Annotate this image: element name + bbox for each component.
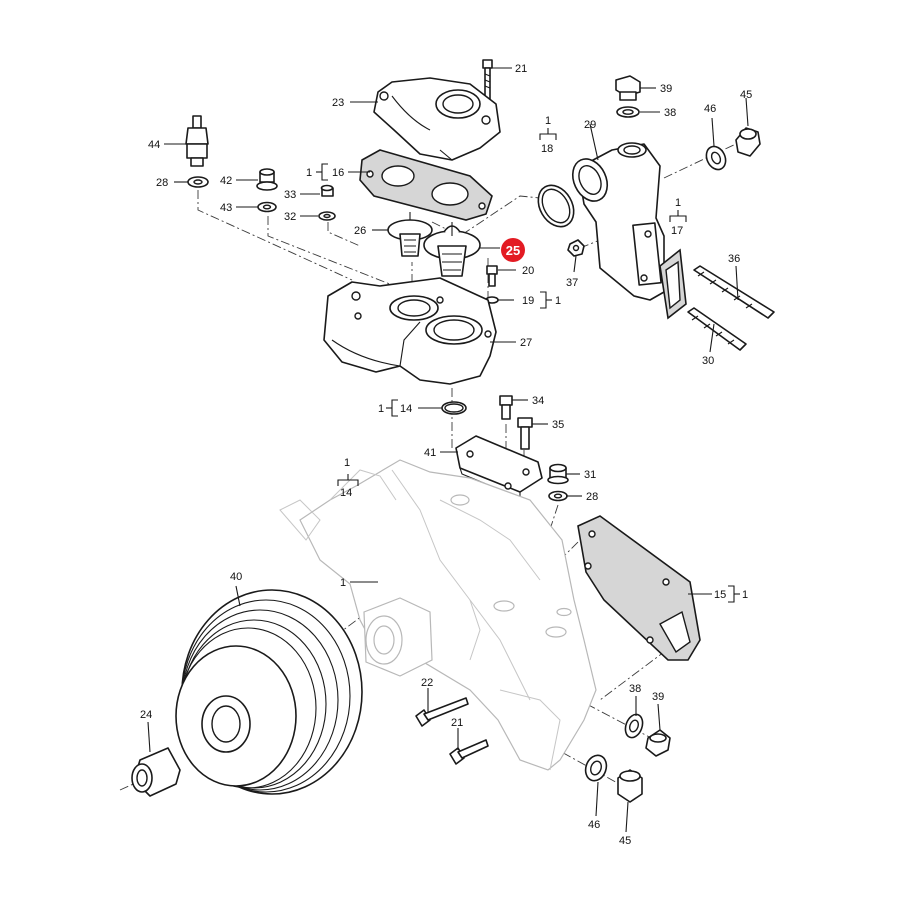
label-14-lower: 14 <box>340 487 352 499</box>
label-39-lower: 39 <box>652 691 664 703</box>
label-38-upper: 38 <box>664 107 676 119</box>
washer-46-upper <box>705 145 727 171</box>
bolt-22 <box>415 697 469 727</box>
label-40: 40 <box>230 571 242 583</box>
label-29: 29 <box>584 119 596 131</box>
washer-38-lower <box>624 713 644 739</box>
temperature-sensor-44 <box>185 115 209 167</box>
label-28-upper: 28 <box>156 177 168 189</box>
brackets <box>316 128 740 603</box>
plug-45-upper <box>735 127 761 157</box>
plug-39-lower <box>645 729 671 757</box>
plug-33 <box>320 184 334 197</box>
label-1-for-16: 1 <box>306 167 312 179</box>
label-41: 41 <box>424 447 436 459</box>
label-35: 35 <box>552 419 564 431</box>
stud-36 <box>693 265 775 319</box>
plug-45-lower <box>617 769 643 803</box>
label-31: 31 <box>584 469 596 481</box>
o-ring-18 <box>537 184 575 228</box>
plug-31 <box>547 463 569 485</box>
washer-32 <box>318 211 336 221</box>
stud-30 <box>687 307 747 351</box>
label-27: 27 <box>520 337 532 349</box>
washer-28-middle <box>548 490 568 502</box>
screw-34 <box>499 395 513 420</box>
pulley-40 <box>175 589 363 795</box>
label-20: 20 <box>522 265 534 277</box>
bolt-35 <box>517 417 533 450</box>
nut-37 <box>567 239 585 257</box>
label-1-for-14-upper: 1 <box>378 403 384 415</box>
label-21-upper: 21 <box>515 63 527 75</box>
label-22: 22 <box>421 677 433 689</box>
highlight-circle <box>501 238 525 262</box>
thermostat-cover-23 <box>373 77 501 161</box>
label-24: 24 <box>140 709 152 721</box>
label-46-upper: 46 <box>704 103 716 115</box>
plug-39-upper <box>615 75 641 101</box>
label-19: 19 <box>522 295 534 307</box>
highlight-label: 25 <box>506 243 520 258</box>
label-38-lower: 38 <box>629 683 641 695</box>
label-45-upper: 45 <box>740 89 752 101</box>
label-43: 43 <box>220 202 232 214</box>
washer-43 <box>257 201 277 213</box>
label-1-for-14-lower: 1 <box>344 457 350 469</box>
label-39-upper: 39 <box>660 83 672 95</box>
thermostat-25 <box>423 222 481 277</box>
label-32: 32 <box>284 211 296 223</box>
part-labels: 21 23 44 28 42 43 33 32 16 1 26 1 18 29 … <box>140 63 752 847</box>
label-36: 36 <box>728 253 740 265</box>
label-26: 26 <box>354 225 366 237</box>
water-outlet-29 <box>571 142 665 301</box>
gasket-16 <box>359 149 493 221</box>
label-1-main: 1 <box>340 577 346 589</box>
washer-28-upper <box>187 176 209 188</box>
label-23: 23 <box>332 97 344 109</box>
gasket-17 <box>659 248 687 320</box>
label-16: 16 <box>332 167 344 179</box>
washer-38-upper <box>616 106 640 118</box>
label-46-lower: 46 <box>588 819 600 831</box>
label-45-lower: 45 <box>619 835 631 847</box>
label-1-for-15: 1 <box>742 589 748 601</box>
label-33: 33 <box>284 189 296 201</box>
o-ring-14-upper <box>441 401 467 415</box>
label-21-lower: 21 <box>451 717 463 729</box>
label-44: 44 <box>148 139 160 151</box>
plug-42 <box>256 168 278 191</box>
screw-20 <box>486 265 498 287</box>
thermostat-housing-27 <box>323 277 497 385</box>
thermostat-26 <box>387 212 433 257</box>
label-37: 37 <box>566 277 578 289</box>
label-42: 42 <box>220 175 232 187</box>
label-17: 17 <box>671 225 683 237</box>
label-1-for-17: 1 <box>675 197 681 209</box>
label-14-upper: 14 <box>400 403 412 415</box>
water-pump-body-1 <box>279 459 597 771</box>
washer-46-lower <box>584 754 608 782</box>
leader-lines <box>147 67 749 833</box>
label-18: 18 <box>541 143 553 155</box>
label-34: 34 <box>532 395 544 407</box>
label-15: 15 <box>714 589 726 601</box>
hub-nut-24 <box>131 747 181 797</box>
label-28-middle: 28 <box>586 491 598 503</box>
label-1-for-19: 1 <box>555 295 561 307</box>
gasket-15 <box>577 515 701 661</box>
bolt-21-upper <box>482 59 493 103</box>
label-1-for-18: 1 <box>545 115 551 127</box>
label-30: 30 <box>702 355 714 367</box>
bolt-21-lower <box>449 739 489 765</box>
highlighted-callout-25[interactable]: 25 <box>501 238 525 262</box>
